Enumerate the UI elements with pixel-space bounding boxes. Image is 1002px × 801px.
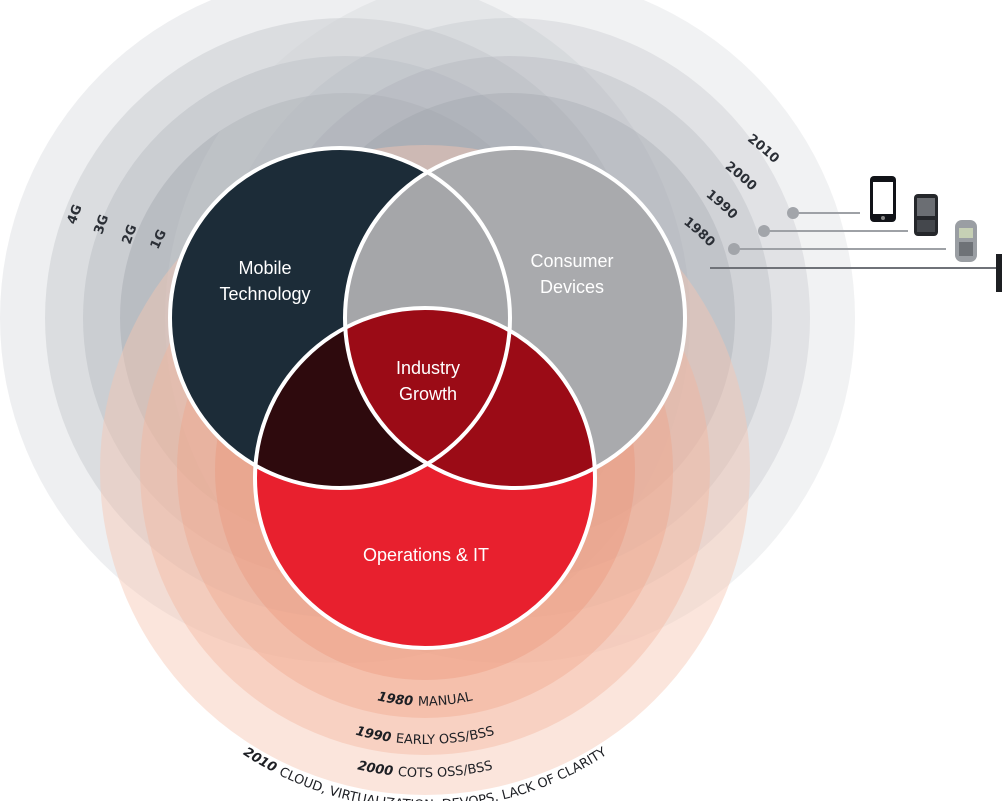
consumer-devices-label-line2: Devices — [540, 277, 604, 297]
venn-circles — [168, 146, 687, 650]
generation-label-2g: 2G — [120, 223, 141, 247]
generation-label-3g: 3G — [92, 213, 113, 237]
industry-growth-label-line2: Growth — [399, 384, 457, 404]
mobile-technology-label-line2: Technology — [219, 284, 310, 304]
generation-label-4g: 4G — [65, 203, 86, 227]
smartphone-icon — [870, 176, 896, 222]
mobile-technology-label-line1: Mobile — [238, 258, 291, 278]
nokia-phone-icon — [955, 220, 977, 262]
blackberry-phone-icon — [914, 194, 938, 236]
industry-growth-label-line1: Industry — [396, 358, 460, 378]
device-connectors — [710, 207, 996, 269]
operations-it-label: Operations & IT — [363, 545, 489, 565]
consumer-devices-label-line1: Consumer — [530, 251, 613, 271]
brick-phone-icon — [996, 254, 1002, 292]
